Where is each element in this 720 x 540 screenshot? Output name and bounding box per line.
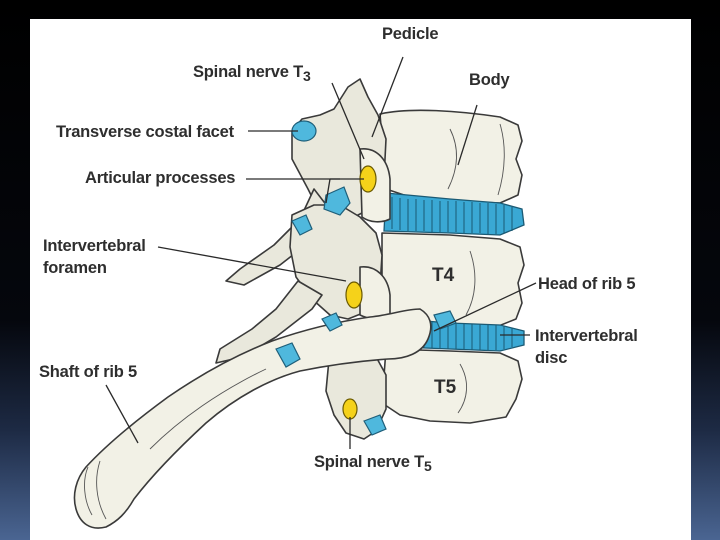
t5-vertebral-body bbox=[381, 348, 523, 424]
pedicle-label: Pedicle bbox=[382, 25, 438, 43]
intervertebral-foramen-label: Intervertebral foramen bbox=[43, 237, 150, 277]
body-label: Body bbox=[469, 71, 510, 89]
articular-processes-label: Articular processes bbox=[85, 169, 235, 187]
t3-vertebral-body bbox=[379, 109, 523, 204]
rib-5 bbox=[73, 308, 432, 529]
spinal-nerve-t4-root bbox=[345, 281, 363, 309]
head-of-rib-5-label: Head of rib 5 bbox=[538, 275, 635, 293]
shaft-of-rib-5-label: Shaft of rib 5 bbox=[39, 363, 137, 381]
intervertebral-foramen-line-1: Intervertebral bbox=[43, 237, 146, 255]
transverse-costal-facet-label: Transverse costal facet bbox=[56, 123, 235, 141]
intervertebral-disc-line-1: Intervertebral bbox=[535, 327, 638, 345]
slide-frame: T4 T5 Pedicle Spinal nerve T3 Body Trans… bbox=[30, 19, 691, 540]
t4-label: T4 bbox=[432, 265, 455, 286]
spinal-nerve-t3-label: Spinal nerve T3 bbox=[193, 63, 311, 84]
rib-tubercle-facet bbox=[275, 342, 301, 368]
intervertebral-disc-upper bbox=[383, 192, 525, 236]
spinal-nerve-t5-root bbox=[342, 398, 358, 420]
t5-label: T5 bbox=[434, 377, 457, 398]
leader-lines bbox=[105, 56, 537, 449]
intervertebral-disc-label: Intervertebral disc bbox=[535, 327, 642, 367]
spinal-nerve-t5-label: Spinal nerve T5 bbox=[314, 453, 432, 474]
vertebrae-diagram: T4 T5 Pedicle Spinal nerve T3 Body Trans… bbox=[39, 25, 642, 529]
intervertebral-disc-line-2: disc bbox=[535, 349, 567, 367]
articular-facet-upper bbox=[323, 186, 351, 216]
intervertebral-foramen-line-2: foramen bbox=[43, 259, 107, 277]
